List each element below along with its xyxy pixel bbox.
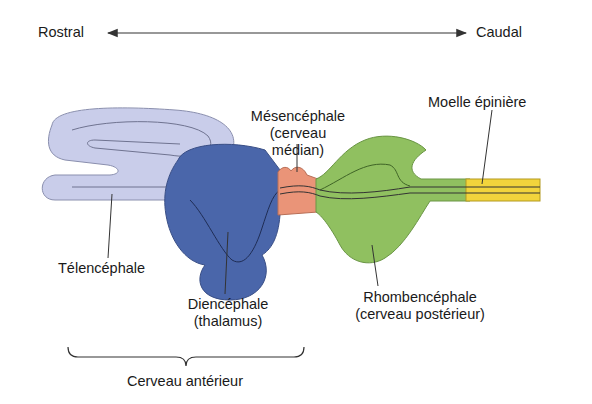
direction-label: Caudal [476, 24, 546, 41]
region-label: Diencéphale (thalamus) [180, 296, 276, 330]
region-label: Moelle épinière [428, 94, 548, 111]
leader-line [372, 245, 378, 286]
leader-line [482, 110, 492, 184]
leader-line [225, 232, 228, 294]
leader-line [108, 194, 112, 258]
bracket-label: Cerveau antérieur [110, 373, 260, 390]
region-label: Rhombencéphale (cerveau postérieur) [340, 289, 500, 323]
diencephalon-region [165, 144, 280, 300]
region-label: Télencéphale [58, 260, 168, 277]
rhombencephalon-ventricle [320, 164, 410, 190]
direction-label: Rostral [38, 24, 108, 41]
central-canal [280, 192, 540, 199]
region-label: Mésencéphale (cerveau médian) [242, 108, 354, 159]
spinal-cord [466, 179, 540, 201]
axis-arrow [108, 32, 466, 33]
mesencephalon-region [278, 167, 318, 215]
rhombencephalon-region [316, 136, 470, 263]
bracket [68, 347, 304, 366]
diencephalon-ventricle [190, 190, 280, 262]
central-canal [280, 186, 540, 193]
telencephalon-ventricle [72, 172, 182, 187]
